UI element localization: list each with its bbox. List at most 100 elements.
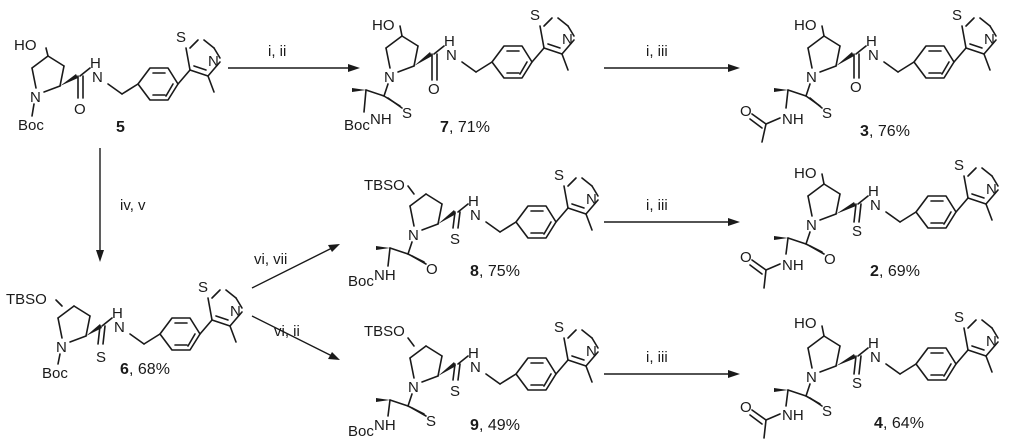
compound-5-structure: HO N Boc O H N S N 5 [14, 29, 221, 136]
compound-7-thio-s: S [402, 105, 412, 122]
compound-8-thiazole-s: S [554, 167, 564, 184]
compound-4-label: 4 [874, 415, 883, 432]
compound-8-h: H [468, 193, 479, 210]
compound-4-thiazole-s: S [954, 309, 964, 326]
compound-4-thio-s-acyl: S [822, 403, 832, 420]
compound-4-yield: , 64% [883, 415, 924, 432]
conditions-9-to-4: i, iii [646, 349, 668, 366]
arrow-5-to-6: iv, v [96, 148, 146, 262]
compound-8-ring-n: N [408, 227, 419, 244]
conditions-8-to-2: i, iii [646, 197, 668, 214]
compound-8-thiazole-n: N [586, 191, 597, 208]
compound-2-structure: HO N S H N S N O NH O 2 , 69% [740, 157, 999, 289]
compound-2-acetyl-o: O [740, 249, 752, 266]
compound-7-yield: , 71% [449, 119, 490, 136]
compound-5-ring-n: N [30, 89, 41, 106]
compound-9-thiazole-s: S [554, 319, 564, 336]
compound-7-ho: HO [372, 17, 395, 34]
compound-9-nh: NH [374, 417, 396, 434]
compound-8-yield: , 75% [479, 263, 520, 280]
compound-7-structure: HO N O H N S N S Boc NH 7 , 71% [344, 7, 575, 136]
compound-5-label: 5 [116, 119, 125, 136]
arrow-5-to-7: i, ii [228, 43, 360, 72]
compound-6-yield: , 68% [129, 361, 170, 378]
conditions-6-to-9: vi, ii [274, 323, 300, 340]
compound-2-ho: HO [794, 165, 817, 182]
compound-2-ring-n: N [806, 217, 817, 234]
compound-6-thiazole-n: N [230, 303, 241, 320]
compound-9-structure: TBSO N S H N S N S Boc NH 9 , 49% [348, 319, 599, 440]
compound-7-thiazole-s: S [530, 7, 540, 24]
compound-5-thiazole-s: S [176, 29, 186, 46]
compound-2-yield: , 69% [879, 263, 920, 280]
compound-8-tbso: TBSO [364, 177, 405, 194]
compound-5-boc: Boc [18, 117, 44, 134]
compound-2-carbonyl-o: O [824, 251, 836, 268]
compound-6-label: 6 [120, 361, 129, 378]
compound-3-carbonyl-o: O [850, 79, 862, 96]
compound-9-thio-s-amide: S [450, 383, 460, 400]
compound-6-thio-s: S [96, 349, 106, 366]
compound-2-thio-s: S [852, 223, 862, 240]
compound-2-label: 2 [870, 263, 879, 280]
compound-5-amide-n: N [92, 69, 103, 86]
compound-3-h: H [866, 33, 877, 50]
compound-3-ho: HO [794, 17, 817, 34]
compound-6-h: H [112, 305, 123, 322]
compound-4-structure: HO N S H N S N S NH O 4 , 64% [740, 309, 999, 439]
compound-5-carbonyl-o: O [74, 101, 86, 118]
compound-3-nh: NH [782, 111, 804, 128]
arrow-9-to-4: i, iii [604, 349, 740, 378]
conditions-6-to-8: vi, vii [254, 251, 287, 268]
compound-2-nh: NH [782, 257, 804, 274]
compound-6-ring-n: N [56, 339, 67, 356]
compound-9-tbso: TBSO [364, 323, 405, 340]
compound-8-structure: TBSO N S H N S N O Boc NH 8 , 75% [348, 167, 599, 290]
compound-4-acetyl-o: O [740, 399, 752, 416]
compound-2-h: H [868, 183, 879, 200]
conditions-7-to-3: i, iii [646, 43, 668, 60]
compound-7-amide-n: N [446, 47, 457, 64]
compound-4-thio-s-amide: S [852, 375, 862, 392]
compound-3-thio-s: S [822, 105, 832, 122]
compound-6-structure: TBSO N Boc S H N S N 6 , 68% [6, 279, 243, 382]
arrow-6-to-8: vi, vii [251, 244, 340, 289]
compound-9-thiazole-n: N [586, 343, 597, 360]
compound-9-yield: , 49% [479, 417, 520, 434]
compound-6-tbso: TBSO [6, 291, 47, 308]
compound-3-label: 3 [860, 123, 869, 140]
conditions-5-to-6: iv, v [120, 197, 146, 214]
compound-4-ho: HO [794, 315, 817, 332]
compound-8-boc-nh: Boc [348, 273, 374, 290]
arrow-8-to-2: i, iii [604, 197, 740, 226]
compound-9-ring-n: N [408, 379, 419, 396]
compound-5-ho: HO [14, 37, 37, 54]
compound-4-h: H [868, 335, 879, 352]
compound-4-ring-n: N [806, 369, 817, 386]
compound-7-h: H [444, 33, 455, 50]
compound-3-amide-n: N [868, 47, 879, 64]
compound-9-h: H [468, 345, 479, 362]
compound-7-ring-n: N [384, 69, 395, 86]
compound-3-thiazole-s: S [952, 7, 962, 24]
compound-4-nh: NH [782, 407, 804, 424]
compound-8-carbonyl-o: O [426, 261, 438, 278]
compound-9-thio-s-acyl: S [426, 413, 436, 430]
compound-8-thio-s: S [450, 231, 460, 248]
compound-7-label: 7 [440, 119, 449, 136]
compound-7-thiazole-n: N [562, 31, 573, 48]
compound-2-thiazole-s: S [954, 157, 964, 174]
arrow-6-to-9: vi, ii [251, 315, 340, 360]
compound-9-label: 9 [470, 417, 479, 434]
compound-3-acetyl-o: O [740, 103, 752, 120]
compound-8-amide-n: N [470, 207, 481, 224]
compound-7-carbonyl-o: O [428, 81, 440, 98]
arrow-7-to-3: i, iii [604, 43, 740, 72]
compound-6-boc: Boc [42, 365, 68, 382]
compound-4-thiazole-n: N [986, 333, 997, 350]
compound-8-label: 8 [470, 263, 479, 280]
compound-2-amide-n: N [870, 197, 881, 214]
compound-7-nh: NH [370, 111, 392, 128]
